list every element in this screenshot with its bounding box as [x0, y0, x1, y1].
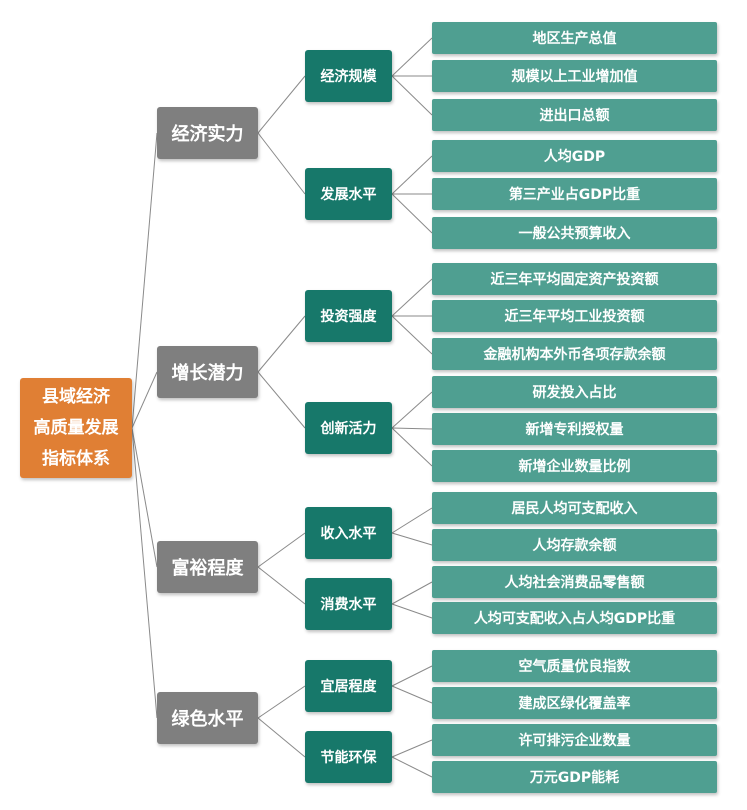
- connector-line: [391, 391, 433, 429]
- connector-line: [391, 315, 433, 355]
- indicator-item: 新增企业数量比例: [432, 450, 717, 482]
- group-node: 节能环保: [305, 731, 392, 783]
- connector-line: [391, 278, 433, 317]
- indicator-item: 研发投入占比: [432, 376, 717, 408]
- indicator-item: 规模以上工业增加值: [432, 60, 717, 92]
- indicator-item: 近三年平均工业投资额: [432, 300, 717, 332]
- connector-line: [257, 685, 306, 719]
- connector-line: [257, 132, 306, 195]
- indicator-item: 第三产业占GDP比重: [432, 178, 717, 210]
- indicator-item: 空气质量优良指数: [432, 650, 717, 682]
- connector-line: [391, 756, 433, 778]
- group-node: 收入水平: [305, 507, 392, 559]
- indicator-item: 一般公共预算收入: [432, 217, 717, 249]
- indicator-item: 人均可支配收入占人均GDP比重: [432, 602, 717, 634]
- group-node: 投资强度: [305, 290, 392, 342]
- connector-line: [391, 685, 433, 704]
- root-line: 高质量发展: [33, 417, 119, 438]
- connector-line: [257, 371, 306, 429]
- connector-line: [391, 75, 433, 116]
- root-node: 县域经济 高质量发展 指标体系: [20, 378, 132, 478]
- connector-line: [391, 603, 433, 619]
- indicator-item: 地区生产总值: [432, 22, 717, 54]
- connector-line: [257, 566, 306, 605]
- group-node: 消费水平: [305, 578, 392, 630]
- group-node: 创新活力: [305, 402, 392, 454]
- connector-line: [391, 155, 433, 195]
- connector-line: [391, 37, 433, 77]
- connector-line: [391, 193, 433, 234]
- connector-line: [257, 532, 306, 568]
- connector-line: [391, 739, 433, 758]
- indicator-item: 近三年平均固定资产投资额: [432, 263, 717, 295]
- group-node: 发展水平: [305, 168, 392, 220]
- indicator-item: 人均GDP: [432, 140, 717, 172]
- group-node: 宜居程度: [305, 660, 392, 712]
- root-line: 县域经济: [42, 386, 110, 407]
- category-node-green-level: 绿色水平: [157, 692, 258, 744]
- indicator-item: 万元GDP能耗: [432, 761, 717, 793]
- category-node-affluence: 富裕程度: [157, 541, 258, 593]
- indicator-item: 新增专利授权量: [432, 413, 717, 445]
- connector-line: [131, 427, 158, 568]
- connector-line: [391, 427, 433, 467]
- connector-line: [257, 315, 306, 373]
- indicator-item: 进出口总额: [432, 99, 717, 131]
- connector-line: [391, 665, 433, 687]
- indicator-item: 居民人均可支配收入: [432, 492, 717, 524]
- connector-line: [131, 427, 158, 719]
- root-line: 指标体系: [42, 448, 110, 469]
- connector-line: [257, 717, 306, 758]
- connector-line: [131, 371, 158, 429]
- indicator-item: 人均存款余额: [432, 529, 717, 561]
- category-node-growth-potential: 增长潜力: [157, 346, 258, 398]
- indicator-item: 金融机构本外币各项存款余额: [432, 338, 717, 370]
- indicator-item: 建成区绿化覆盖率: [432, 687, 717, 719]
- connector-line: [131, 132, 158, 429]
- indicator-item: 人均社会消费品零售额: [432, 566, 717, 598]
- connector-line: [257, 75, 306, 134]
- indicator-item: 许可排污企业数量: [432, 724, 717, 756]
- category-node-economic-strength: 经济实力: [157, 107, 258, 159]
- connector-line: [391, 532, 433, 546]
- connector-line: [391, 507, 433, 534]
- group-node: 经济规模: [305, 50, 392, 102]
- connector-line: [391, 581, 433, 605]
- connector-line: [391, 427, 433, 430]
